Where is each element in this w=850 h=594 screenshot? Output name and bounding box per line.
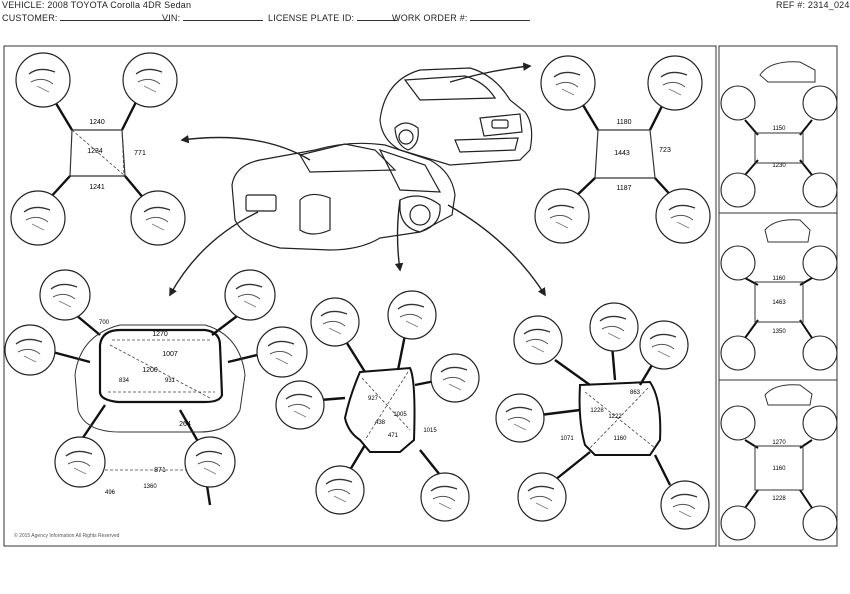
front-door-frame	[343, 366, 416, 453]
hood-center-value: 1443	[614, 150, 630, 157]
vehicle-label: VEHICLE:	[2, 0, 45, 10]
side3-bottom-value: 1228	[772, 496, 786, 502]
vin-label: VIN:	[162, 13, 181, 23]
rear-opening-bottom-value: 264	[179, 421, 191, 428]
front-car-illustration	[379, 67, 533, 166]
page-frame	[3, 45, 838, 547]
trunk-diagonal-value: 1234	[87, 148, 103, 155]
front-door-top-value: 927	[368, 396, 379, 402]
hood-measurement-group: 1180 1443 723 1187	[534, 55, 711, 244]
side1-bottom-value: 1230	[772, 163, 786, 169]
trunk-right-height-value: 771	[134, 150, 146, 157]
side2-mid-value: 1463	[772, 300, 786, 306]
rear-opening-car-body	[74, 324, 246, 433]
rear-door-frame	[578, 380, 662, 456]
ref-value: 2314_024	[807, 0, 850, 10]
arrow-to-rear-door	[447, 204, 546, 297]
trunk-bottom-width-value: 1241	[89, 184, 105, 191]
rear-opening-foot-right-value: 1360	[143, 484, 157, 490]
front-door-opening-measurement-group: 927 1005 438 471 1015	[275, 290, 480, 522]
rear-opening-bumper-value: 871	[154, 467, 166, 474]
license-label: LICENSE PLATE ID:	[268, 13, 355, 23]
rear-opening-right-value: 834	[119, 378, 130, 384]
arrow-to-trunk	[180, 134, 311, 161]
rear-opening-measurement-group: 1270 1007 700 1200 931 834 264 871 496 1…	[4, 269, 308, 506]
rear-opening-inner-value: 931	[165, 378, 176, 384]
trunk-top-width-value: 1240	[89, 119, 105, 126]
page-header: VEHICLE: 2008 TOYOTA Corolla 4DR Sedan R…	[0, 0, 849, 26]
rear-opening-left-value: 700	[99, 320, 110, 326]
callout-arrows	[169, 62, 546, 297]
rear-opening-foot-left-value: 496	[105, 490, 116, 496]
rear-door-opening-measurement-group: 863 1228 1222 1160 1071	[495, 302, 710, 530]
vehicle-value: 2008 TOYOTA Corolla 4DR Sedan	[47, 0, 192, 10]
arrow-to-rear-opening	[169, 211, 259, 297]
work-order-field: WORK ORDER #:	[392, 12, 531, 23]
side-panel-3: 1270 1160 1228	[720, 384, 838, 541]
side1-top-value: 1150	[773, 126, 787, 132]
front-door-right-value: 1015	[423, 428, 437, 434]
vin-blank	[183, 12, 264, 21]
rear-door-top-value: 863	[630, 390, 641, 396]
customer-field: CUSTOMER:	[2, 12, 171, 23]
hood-bottom-width-value: 1187	[616, 185, 631, 192]
side3-top-value: 1270	[772, 440, 786, 446]
hood-outline	[594, 129, 656, 179]
ref-label: REF #:	[776, 0, 806, 10]
rear-opening-center-value: 1200	[142, 367, 158, 374]
rear-car-illustration	[231, 142, 456, 251]
copyright-footer: © 2015 Agency Information All Rights Res…	[14, 533, 120, 539]
trunk-lid-measurement-group: 1240 1234 771 1241	[10, 52, 186, 246]
license-blank	[356, 12, 397, 21]
hood-right-height-value: 723	[659, 147, 671, 154]
side2-bottom-value: 1350	[772, 329, 786, 335]
work-order-blank	[470, 12, 531, 21]
vin-field: VIN:	[162, 12, 264, 23]
rear-door-window-value: 1228	[590, 408, 604, 414]
rear-opening-top-value: 1270	[152, 331, 168, 338]
customer-blank	[60, 12, 171, 21]
front-door-low-value: 471	[388, 433, 399, 439]
rear-opening-frame	[98, 328, 224, 404]
vehicle-field: VEHICLE: 2008 TOYOTA Corolla 4DR Sedan	[2, 0, 191, 10]
side2-top-value: 1160	[773, 276, 787, 282]
rear-door-low-value: 1160	[614, 436, 628, 442]
arrow-to-hood	[449, 62, 532, 83]
rear-door-left-value: 1071	[560, 436, 574, 442]
customer-label: CUSTOMER:	[2, 13, 58, 23]
work-order-label: WORK ORDER #:	[392, 13, 468, 23]
license-plate-field: LICENSE PLATE ID:	[268, 12, 397, 23]
side3-mid-value: 1160	[773, 466, 787, 472]
rear-door-center-value: 1222	[608, 414, 622, 420]
side-panel-1: 1150 1230	[720, 61, 838, 208]
side-panel-2: 1160 1463 1350	[720, 219, 838, 371]
front-door-diag-value: 1005	[393, 412, 407, 418]
arrow-to-front-door	[394, 199, 404, 272]
hood-top-width-value: 1180	[616, 119, 631, 126]
rear-opening-lower-value: 1007	[162, 351, 178, 358]
front-door-inner-value: 438	[375, 420, 386, 426]
ref-field: REF #: 2314_024	[776, 0, 850, 10]
